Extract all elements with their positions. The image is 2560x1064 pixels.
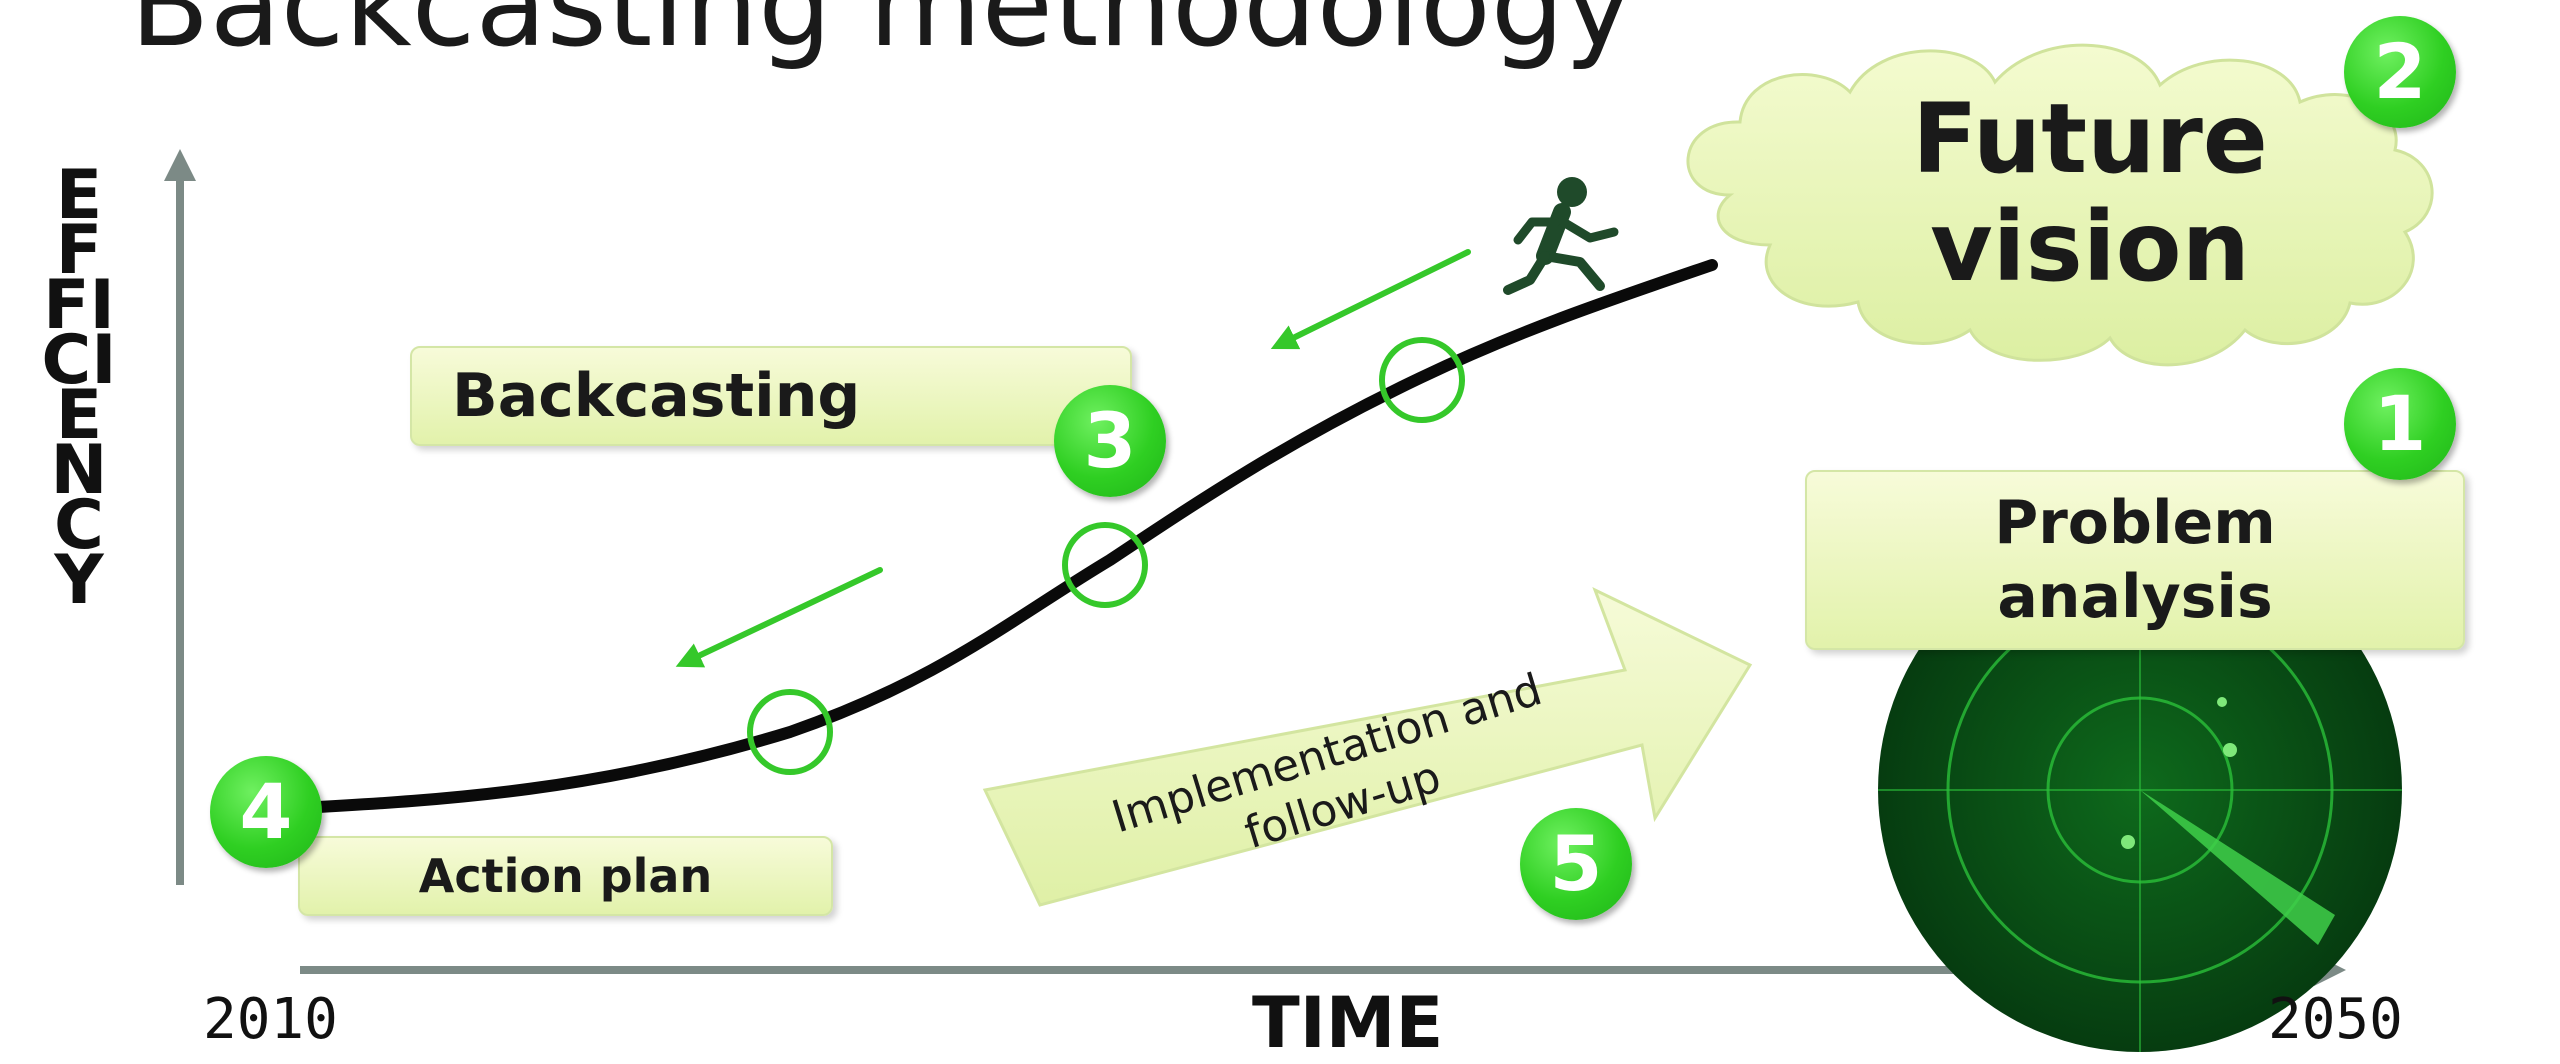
action-plan-label: Action plan	[418, 849, 713, 903]
backcasting-label: Backcasting	[452, 361, 861, 431]
problem-analysis-box: Problem analysis	[1805, 470, 2465, 650]
backcasting-box: Backcasting	[410, 346, 1132, 446]
step-5-badge: 5	[1520, 808, 1632, 920]
running-person-icon	[1503, 177, 1619, 295]
milestone-marker	[747, 689, 833, 775]
y-axis-label: EFFICIENCY	[41, 156, 117, 620]
problem-analysis-label: Problem analysis	[1994, 488, 2276, 632]
step-3-badge: 3	[1054, 385, 1166, 497]
x-axis-label: TIME	[1252, 982, 1444, 1064]
x-axis-end-label: 2050	[2268, 987, 2403, 1052]
step-4-badge: 4	[210, 756, 322, 868]
step-2-badge: 2	[2344, 16, 2456, 128]
milestone-marker	[1379, 337, 1465, 423]
implementation-arrow	[982, 587, 1753, 907]
x-axis-start-label: 2010	[203, 987, 338, 1052]
backcasting-arrow-lower	[675, 567, 883, 668]
future-vision-label: Future vision	[1912, 83, 2268, 303]
step-1-badge: 1	[2344, 368, 2456, 480]
radar-icon	[1878, 528, 2402, 1052]
backcasting-arrow-upper	[1270, 249, 1471, 350]
future-vision-cloud	[1686, 43, 2434, 367]
efficiency-curve	[294, 259, 1718, 814]
milestone-marker	[1062, 522, 1148, 608]
page-title: Backcasting methodology	[130, 0, 1634, 73]
action-plan-box: Action plan	[298, 836, 833, 916]
